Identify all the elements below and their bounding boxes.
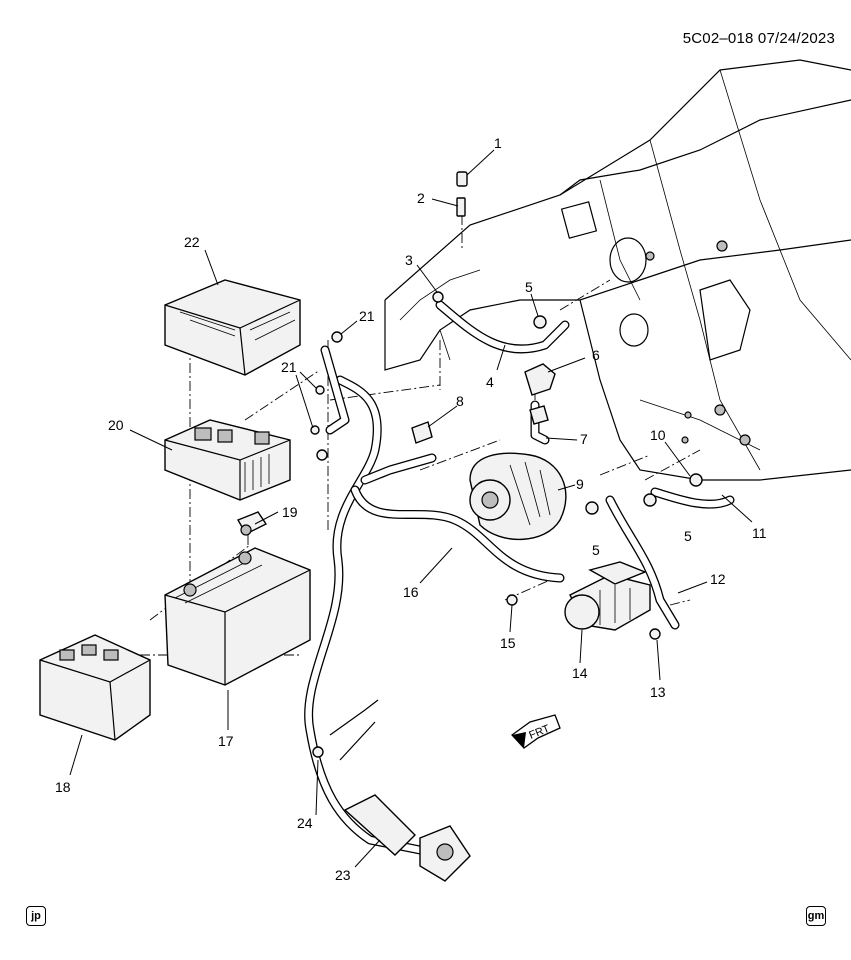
callout-16: 16 [403,584,419,600]
callout-8: 8 [456,393,464,409]
callout-22: 22 [184,234,200,250]
callout-2: 2 [417,190,425,206]
starter [564,561,651,631]
vehicle-body-structure [384,59,851,481]
callout-20: 20 [108,417,124,433]
battery-cable-connector [329,699,471,882]
callout-4: 4 [486,374,494,390]
callout-3: 3 [405,252,413,268]
fuse-block-cover [164,279,301,376]
battery [164,547,311,686]
callout-19: 19 [282,504,298,520]
callout-24: 24 [297,815,313,831]
callout-1: 1 [494,135,502,151]
callout-numbers: 1 2 3 4 5 5 5 6 7 8 9 10 11 12 13 14 15 … [55,135,767,883]
front-direction-arrow: FRT [511,714,561,749]
gm-logo-badge: gm [806,906,826,926]
callout-5-upper: 5 [525,279,533,295]
callout-23: 23 [335,867,351,883]
generator [469,452,567,541]
callout-17: 17 [218,733,234,749]
callout-14: 14 [572,665,588,681]
callout-18: 18 [55,779,71,795]
callout-21-upper: 21 [359,308,375,324]
callout-9: 9 [576,476,584,492]
small-fasteners [310,171,703,758]
callout-7: 7 [580,431,588,447]
battery-terminal [236,511,268,536]
callout-13: 13 [650,684,666,700]
callout-10: 10 [650,427,666,443]
lower-fuse-block [39,634,151,741]
callout-6: 6 [592,347,600,363]
callout-leader-lines [69,149,753,868]
callout-15: 15 [500,635,516,651]
callout-5-middle: 5 [592,542,600,558]
callout-12: 12 [710,571,726,587]
callout-5-right: 5 [684,528,692,544]
callout-11: 11 [752,525,767,541]
cable-harnesses [304,300,735,855]
fuse-block [164,419,291,501]
jp-badge: jp [26,906,46,926]
diagram-reference-code: 5C02–018 07/24/2023 [682,30,835,47]
callout-21-lower: 21 [281,359,297,375]
